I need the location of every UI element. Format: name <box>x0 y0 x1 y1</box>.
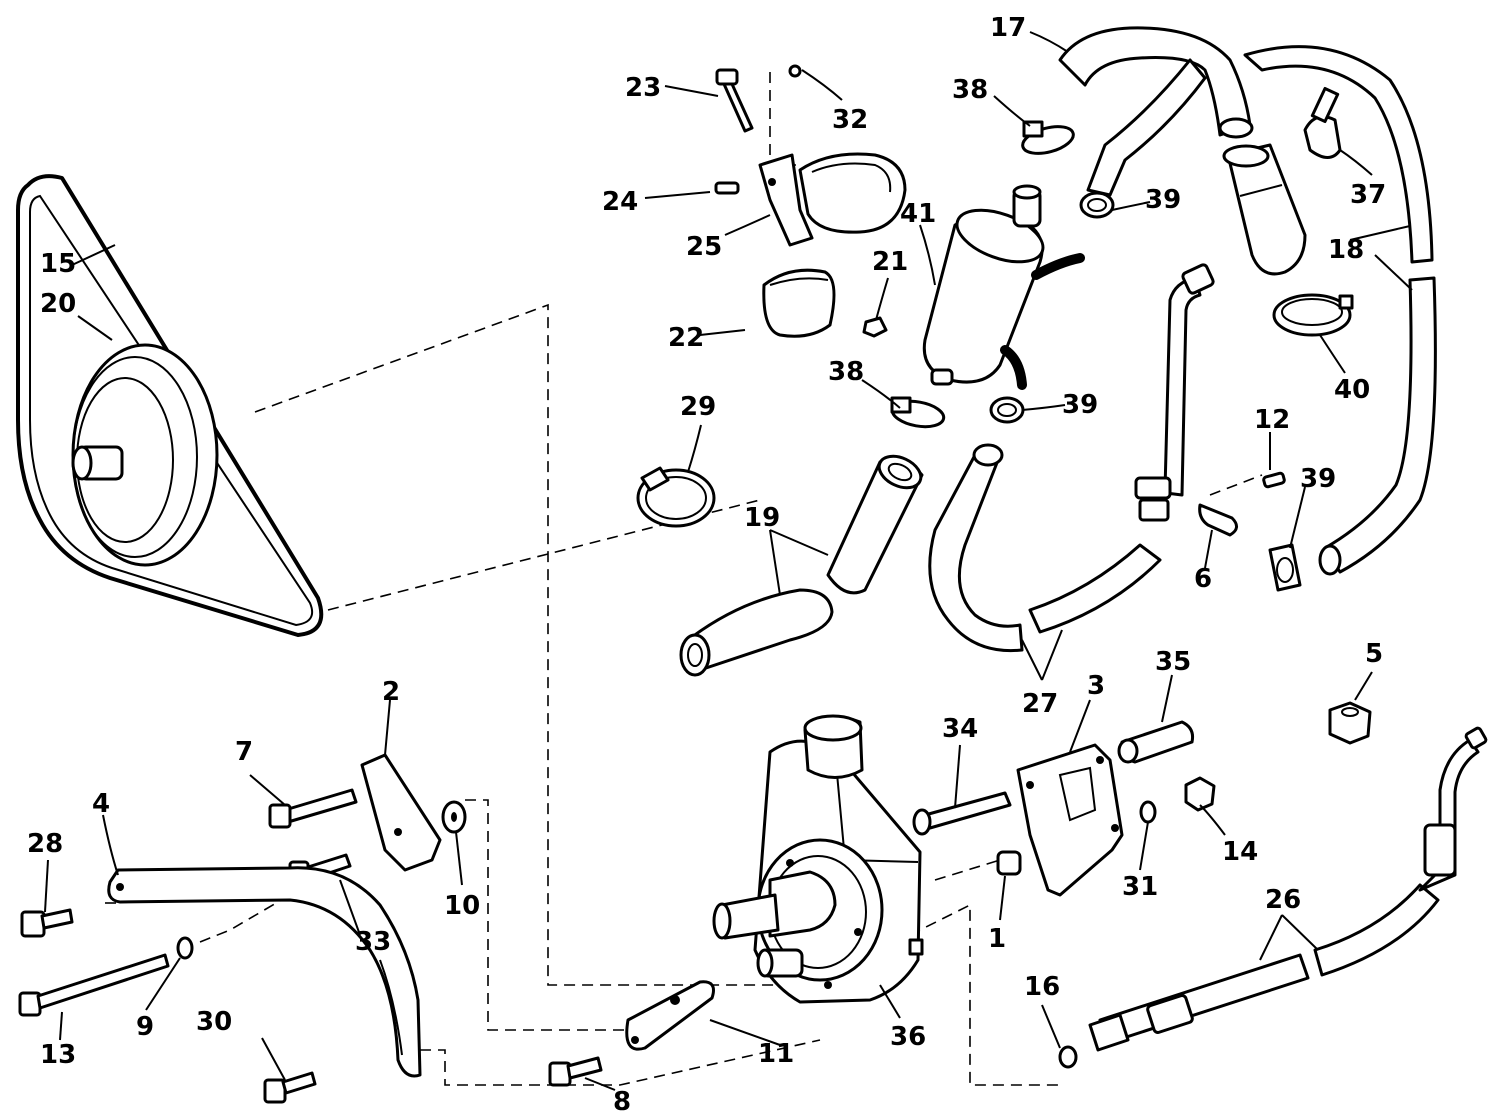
callout-17: 17 <box>990 13 1026 43</box>
callout-19: 19 <box>744 503 780 533</box>
callout-4: 4 <box>92 789 110 819</box>
hose-17 <box>1058 26 1254 197</box>
callout-26: 26 <box>1265 885 1301 915</box>
screw-24 <box>714 181 740 195</box>
hose-18 <box>1243 45 1437 576</box>
callout-22: 22 <box>668 323 704 353</box>
callout-3: 3 <box>1087 671 1105 701</box>
clamp-39-top <box>1079 191 1115 219</box>
bracket-2 <box>360 753 442 872</box>
callout-31: 31 <box>1122 872 1158 902</box>
callout-21: 21 <box>872 247 908 277</box>
pulley <box>71 343 219 567</box>
callout-33: 33 <box>355 927 391 957</box>
callout-labels: 17 38 23 32 37 24 39 41 18 15 25 21 20 2… <box>27 13 1386 1114</box>
clamp-38-mid <box>890 396 946 429</box>
clamp-38-top <box>1021 120 1075 155</box>
remote-reservoir <box>922 184 1085 390</box>
callout-40: 40 <box>1334 375 1370 405</box>
callout-2: 2 <box>382 677 400 707</box>
nut-14 <box>1184 776 1216 812</box>
callout-39-mid: 39 <box>1062 390 1098 420</box>
bracket-11 <box>625 980 715 1051</box>
callout-6: 6 <box>1194 564 1212 594</box>
callout-13: 13 <box>40 1040 76 1070</box>
bolt-23 <box>715 68 754 133</box>
callout-28: 28 <box>27 829 63 859</box>
clamp-39-right <box>1268 543 1302 592</box>
mount-bracket <box>1016 743 1124 897</box>
callout-1: 1 <box>988 924 1006 954</box>
washer-16 <box>1058 1045 1078 1069</box>
clamp-29 <box>636 466 716 528</box>
spacer-1 <box>996 850 1022 876</box>
hose-fitting <box>1222 143 1307 276</box>
bolt-13 <box>18 953 170 1017</box>
nut-5 <box>1328 701 1372 745</box>
hose-19 <box>679 454 924 677</box>
washer-10 <box>441 800 467 834</box>
bolt-30 <box>263 1071 317 1104</box>
callout-37: 37 <box>1350 180 1386 210</box>
spacer-35 <box>1117 720 1194 764</box>
clamp-40 <box>1272 293 1354 337</box>
callout-39-right: 39 <box>1300 464 1336 494</box>
clip-6 <box>1198 503 1238 537</box>
clamp-37 <box>1303 86 1342 159</box>
pressure-line-26 <box>1088 726 1488 1052</box>
callout-20: 20 <box>40 289 76 319</box>
callout-8: 8 <box>613 1087 631 1114</box>
callout-27: 27 <box>1022 689 1058 719</box>
callout-38-mid: 38 <box>828 357 864 387</box>
nut-32 <box>788 64 802 78</box>
callout-15: 15 <box>40 249 76 279</box>
callout-23: 23 <box>625 73 661 103</box>
callout-18: 18 <box>1328 235 1364 265</box>
callout-10: 10 <box>444 891 480 921</box>
callout-30: 30 <box>196 1007 232 1037</box>
sleeve <box>762 268 836 338</box>
callout-32: 32 <box>832 105 868 135</box>
callout-11: 11 <box>758 1039 794 1069</box>
adjusting-arm-4 <box>107 866 422 1078</box>
washer-31 <box>1139 800 1157 824</box>
bolt-7 <box>268 788 358 829</box>
callout-5: 5 <box>1365 639 1383 669</box>
callout-34: 34 <box>942 714 978 744</box>
leader-lines <box>44 31 1413 1091</box>
screw-12 <box>1262 471 1286 489</box>
callout-7: 7 <box>235 737 253 767</box>
reservoir-bracket <box>758 152 907 247</box>
callout-14: 14 <box>1222 837 1258 867</box>
callout-38-top: 38 <box>952 75 988 105</box>
nut-21 <box>862 316 888 338</box>
clamp-39-mid <box>989 396 1025 424</box>
callout-39-top: 39 <box>1145 185 1181 215</box>
washer-9 <box>176 936 194 960</box>
power-steering-pump <box>712 714 924 1004</box>
callout-12: 12 <box>1254 405 1290 435</box>
bolt-8 <box>548 1056 603 1087</box>
callout-24: 24 <box>602 187 638 217</box>
callout-36: 36 <box>890 1022 926 1052</box>
bolt-28 <box>20 908 74 938</box>
bolt-34 <box>912 791 1012 836</box>
hose-27 <box>928 263 1215 653</box>
callout-16: 16 <box>1024 972 1060 1002</box>
callout-35: 35 <box>1155 647 1191 677</box>
callout-29: 29 <box>680 392 716 422</box>
callout-25: 25 <box>686 232 722 262</box>
callout-41: 41 <box>900 199 936 229</box>
callout-9: 9 <box>136 1012 154 1042</box>
